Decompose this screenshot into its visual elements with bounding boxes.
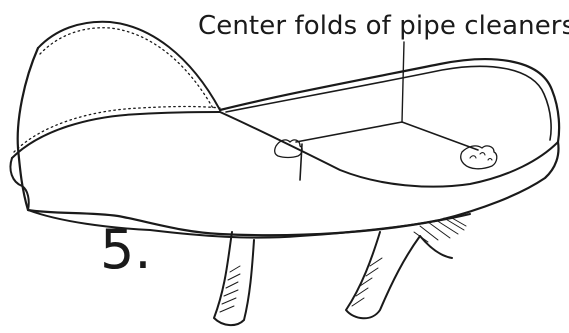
bag-rim-inner bbox=[226, 66, 551, 140]
flap-stitch-edge-top bbox=[40, 28, 214, 110]
callout-label: Center folds of pipe cleaners bbox=[198, 11, 569, 41]
pipe-cleaner-tuft-right bbox=[461, 146, 497, 169]
bag-body-outline bbox=[18, 48, 559, 235]
pipe-cleaner-fold-left bbox=[296, 122, 402, 142]
flap-outer-edge bbox=[38, 22, 220, 110]
pipe-cleaner-tuft-right-detail bbox=[470, 153, 492, 160]
leg-right-outline bbox=[346, 232, 420, 318]
bag-rim-front bbox=[220, 112, 558, 187]
leg-right-hatching bbox=[352, 258, 382, 306]
bag-rim-outer bbox=[220, 59, 559, 142]
callout-pointer-line bbox=[402, 42, 404, 122]
step-number: 5. bbox=[100, 220, 152, 280]
pipe-cleaner-fold-right bbox=[402, 122, 478, 150]
leg-left-outline bbox=[214, 232, 254, 325]
flap-stitch-edge-bottom bbox=[14, 107, 220, 153]
flap-lower-seam bbox=[12, 112, 220, 158]
